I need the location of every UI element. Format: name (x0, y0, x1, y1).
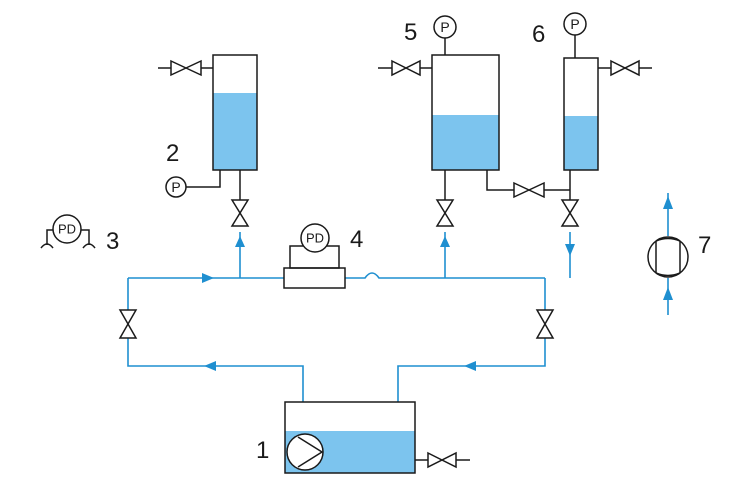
flow-arrow-right-return (464, 361, 476, 371)
valve-tank-2-top[interactable] (170, 59, 202, 77)
legend-pump (647, 193, 689, 315)
tank-5 (431, 54, 500, 171)
label-tank-6: 6 (532, 21, 545, 48)
valve-left-loop[interactable] (118, 309, 138, 339)
legend-pd-label: PD (58, 222, 76, 237)
flow-arrow-up-tank-2 (235, 236, 245, 247)
pressure-gauge-tank-5: P (433, 15, 457, 39)
valve-tank-5-left[interactable] (391, 59, 421, 77)
flow-arrow-left-return (204, 361, 216, 371)
flow-arrow-up-tank-5 (440, 236, 450, 247)
tank-2 (212, 54, 258, 171)
flow-arrow-main (202, 273, 214, 283)
pressure-gauge-label: P (171, 179, 180, 195)
flow-arrow-down-tank-6 (565, 244, 575, 256)
pressure-gauge-tank-2: P (165, 176, 187, 198)
valve-tank-connect[interactable] (513, 181, 545, 199)
valve-tank-6-right[interactable] (610, 59, 640, 77)
left-loop-pipe (127, 278, 304, 402)
instrument-lines (158, 35, 652, 461)
valve-tank-6-bottom[interactable] (560, 199, 580, 227)
right-loop-pipe (397, 278, 546, 402)
label-tank-5: 5 (404, 19, 417, 46)
valve-tank-2-bottom[interactable] (230, 199, 250, 227)
tank-6 (563, 57, 599, 171)
piping (127, 232, 575, 402)
flow-meter: PD (283, 223, 346, 289)
valve-tank-5-bottom[interactable] (435, 199, 455, 227)
pump-icon[interactable] (286, 433, 324, 471)
main-pipe-right (345, 272, 545, 279)
label-tank-1: 1 (256, 437, 269, 464)
legend-differential-gauge: PD (40, 214, 96, 249)
flow-meter-pd-label: PD (306, 231, 324, 246)
label-tank-2: 2 (166, 140, 179, 167)
label-legend-3: 3 (106, 228, 119, 255)
valve-drain[interactable] (427, 451, 457, 469)
pressure-gauge-label: P (440, 19, 449, 35)
valve-right-loop[interactable] (535, 309, 555, 339)
label-flow-meter-4: 4 (350, 226, 363, 253)
pressure-gauge-tank-6: P (563, 12, 587, 36)
label-legend-7: 7 (698, 232, 711, 259)
pressure-gauge-label: P (570, 16, 579, 32)
